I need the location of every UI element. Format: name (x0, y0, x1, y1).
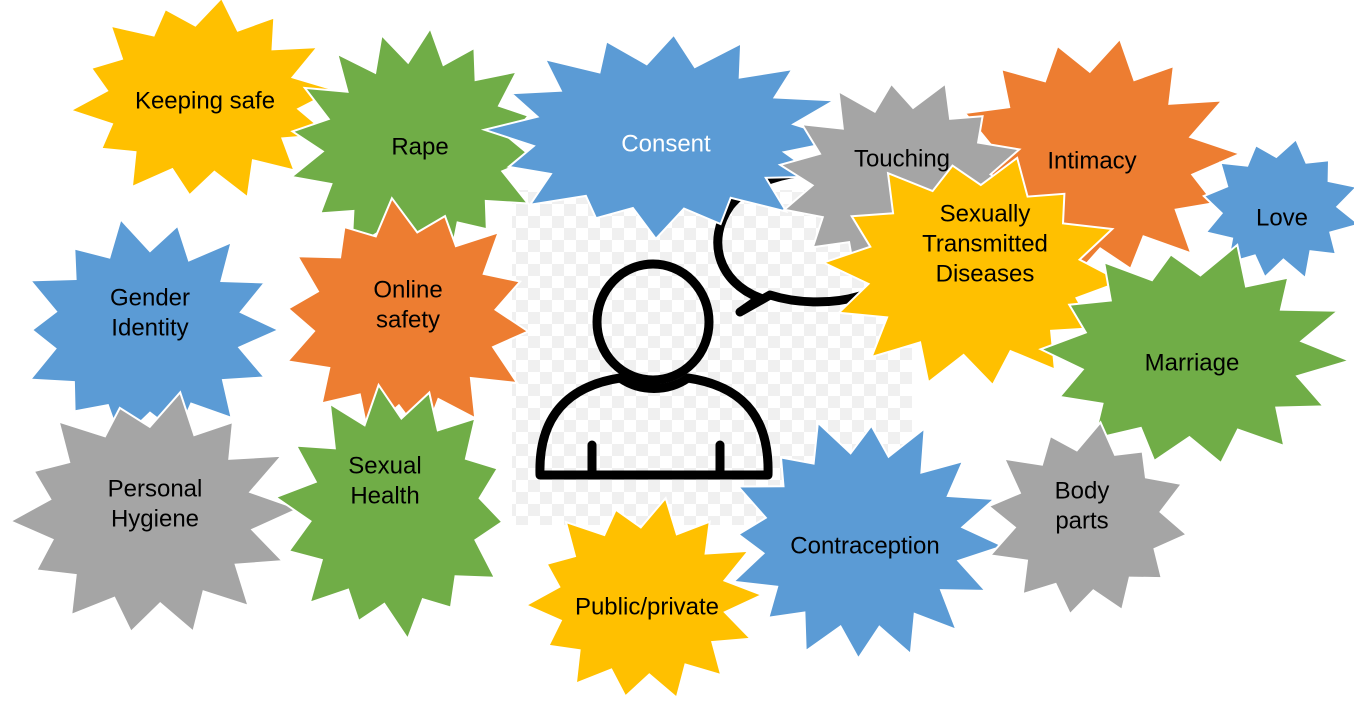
topic-marriage: Marriage (1038, 243, 1353, 465)
topic-label: Gender (110, 284, 190, 311)
person-shoulders (535, 373, 773, 480)
topic-label: Personal (108, 475, 203, 502)
topic-consent: Consent (480, 33, 848, 241)
person-head (592, 259, 714, 385)
topic-label: Marriage (1145, 349, 1240, 376)
burst-shape (480, 33, 848, 241)
topic-label: Sexual (348, 452, 421, 479)
topic-label: Touching (854, 145, 950, 172)
burst-shape (986, 420, 1189, 616)
topic-label: Online (373, 276, 442, 303)
topic-label: Public/private (575, 593, 719, 620)
topic-label: parts (1055, 507, 1108, 534)
topic-love: Love (1202, 137, 1354, 281)
topic-label: Sexually (940, 200, 1031, 227)
burst-shape (523, 495, 765, 700)
topic-label: Contraception (790, 532, 939, 559)
topic-label: Love (1256, 204, 1308, 231)
topic-label: Identity (111, 314, 188, 341)
burst-shape (285, 196, 531, 441)
burst-shape (820, 156, 1124, 387)
burst-shape (1202, 137, 1354, 281)
topic-public-private: Public/private (523, 495, 765, 700)
topic-label: Health (350, 482, 419, 509)
topic-label: safety (376, 306, 440, 333)
topic-keeping-safe: Keeping safe (67, 0, 338, 200)
topic-label: Transmitted (922, 230, 1048, 257)
topic-label: Diseases (936, 260, 1035, 287)
topic-online-safety: Online safety (285, 196, 531, 441)
burst-shape (1038, 243, 1353, 465)
topic-label: Consent (621, 130, 711, 157)
topic-label: Intimacy (1047, 147, 1136, 174)
burst-shape (28, 217, 282, 443)
topic-label: Hygiene (111, 505, 199, 532)
topic-body-parts: Body parts (986, 420, 1189, 616)
topic-label: Body (1055, 477, 1110, 504)
topic-contraception: Contraception (731, 420, 1006, 661)
topic-rape: Rape (289, 25, 536, 263)
burst-shape (289, 25, 536, 263)
topic-label: Keeping safe (135, 87, 275, 114)
burst-shape (273, 382, 504, 642)
topic-label: Rape (391, 133, 448, 160)
burst-shape (731, 420, 1006, 661)
burst-shape (67, 0, 338, 200)
burst-shape (7, 390, 301, 634)
